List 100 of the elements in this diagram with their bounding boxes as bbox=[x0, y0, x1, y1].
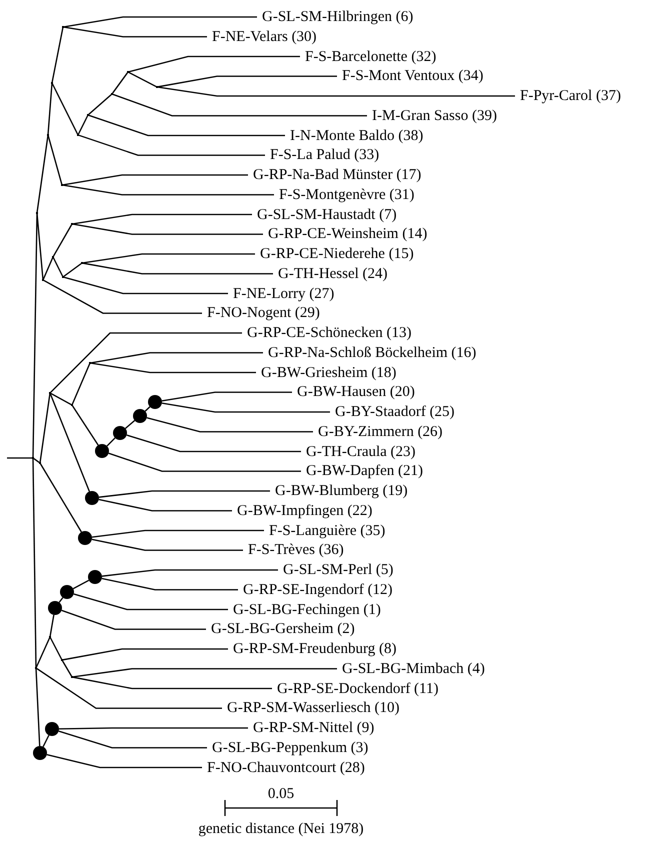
tree-branch bbox=[78, 116, 88, 134]
taxon-label: G-SL-BG-Peppenkum (3) bbox=[212, 740, 368, 756]
taxon-label: G-RP-SE-Ingendorf (12) bbox=[243, 582, 393, 598]
tree-branch bbox=[40, 464, 82, 532]
tree-branch bbox=[64, 276, 228, 294]
taxon-label: F-NO-Chauvontcourt (28) bbox=[207, 760, 365, 776]
tree-branch bbox=[40, 394, 50, 462]
tree-branch bbox=[72, 224, 263, 235]
tree-branch bbox=[64, 16, 257, 28]
taxon-label: F-NE-Lorry (27) bbox=[233, 286, 334, 302]
tree-branch bbox=[50, 394, 90, 492]
taxon-label: F-S-Languière (35) bbox=[269, 522, 386, 538]
tree-branch bbox=[52, 84, 78, 134]
tree-branch bbox=[36, 136, 48, 212]
taxon-label: G-SL-SM-Haustadt (7) bbox=[257, 206, 397, 222]
taxon-label: G-RP-CE-Schönecken (13) bbox=[247, 325, 412, 341]
tree-branch bbox=[35, 668, 40, 746]
tree-branch bbox=[36, 638, 50, 668]
taxon-label: G-RP-CE-Niederehe (15) bbox=[260, 246, 414, 262]
tree-branch bbox=[112, 94, 367, 116]
tree-branch bbox=[61, 610, 206, 630]
tree-branch bbox=[74, 593, 228, 610]
taxon-label: F-S-Mont Ventoux (34) bbox=[342, 68, 484, 84]
tree-branch bbox=[106, 438, 116, 446]
tree-branch bbox=[128, 56, 300, 72]
tree-branch bbox=[36, 214, 44, 280]
taxon-label: F-S-Montgenèvre (31) bbox=[279, 186, 414, 203]
taxon-label: G-RP-CE-Weinsheim (14) bbox=[268, 226, 428, 242]
tree-branch bbox=[36, 668, 222, 709]
taxon-label: G-BY-Zimmern (26) bbox=[318, 424, 443, 440]
tree-branch bbox=[52, 224, 72, 256]
taxon-label: G-BW-Hausen (20) bbox=[297, 384, 415, 400]
tree-branch bbox=[108, 452, 301, 472]
tree-branch bbox=[42, 258, 54, 280]
taxon-label: G-RP-SM-Nittel (9) bbox=[253, 720, 374, 736]
tree-branch bbox=[63, 263, 82, 277]
tree-branch bbox=[90, 352, 263, 364]
tree-branch bbox=[128, 72, 156, 88]
taxon-label: G-BY-Staadorf (25) bbox=[335, 404, 455, 420]
tree-branch bbox=[98, 490, 270, 498]
tree-branch bbox=[62, 660, 72, 676]
taxon-label: G-BW-Griesheim (18) bbox=[261, 364, 396, 380]
tree-branch bbox=[82, 262, 273, 274]
tree-branch bbox=[64, 26, 207, 38]
tree-branch bbox=[92, 530, 264, 538]
taxon-label: G-SL-BG-Gersheim (2) bbox=[211, 621, 355, 638]
tree-branch bbox=[124, 420, 136, 429]
taxon-label: G-RP-SM-Wasserliesch (10) bbox=[227, 700, 400, 716]
taxon-label: G-RP-SE-Dockendorf (11) bbox=[277, 680, 438, 696]
taxon-label: G-BW-Impfingen (22) bbox=[237, 502, 372, 519]
tree-branch bbox=[146, 417, 313, 432]
tree-branch bbox=[50, 638, 62, 660]
tree-branch bbox=[126, 434, 301, 452]
tree-branch bbox=[72, 405, 99, 446]
tree-branch bbox=[42, 734, 50, 748]
tree-branch bbox=[88, 94, 112, 115]
tree-branch bbox=[48, 136, 62, 184]
tree-branch bbox=[32, 459, 37, 667]
tree-branch bbox=[90, 362, 256, 374]
tree-branch bbox=[112, 72, 128, 94]
taxon-label: I-M-Gran Sasso (39) bbox=[372, 108, 497, 124]
tree-branch bbox=[50, 614, 54, 636]
taxon-label: G-TH-Craula (23) bbox=[306, 444, 416, 460]
tree-branch bbox=[162, 402, 330, 413]
taxon-label: G-SL-SM-Perl (5) bbox=[283, 562, 394, 578]
tree-branch bbox=[102, 578, 238, 590]
tree-branch bbox=[72, 668, 337, 678]
tree-branch bbox=[88, 114, 285, 136]
tree-branch bbox=[62, 184, 274, 196]
tree-branch bbox=[62, 174, 248, 186]
taxon-label: G-RP-SM-Freudenburg (8) bbox=[233, 641, 396, 657]
tree-branch bbox=[72, 214, 252, 224]
taxon-label: F-S-Barcelonette (32) bbox=[305, 48, 436, 64]
tree-branch bbox=[44, 280, 202, 314]
taxon-label: F-NO-Nogent (29) bbox=[207, 305, 320, 322]
tree-branch bbox=[50, 392, 72, 406]
tree-branch bbox=[47, 84, 53, 134]
taxon-label: F-S-La Palud (33) bbox=[270, 147, 380, 164]
taxon-label: G-TH-Hessel (24) bbox=[278, 266, 388, 282]
tree-branch bbox=[58, 730, 207, 748]
taxon-label: G-RP-Na-Schloß Böckelheim (16) bbox=[268, 344, 476, 361]
taxon-label: G-RP-Na-Bad Münster (17) bbox=[253, 167, 422, 183]
tree-branch bbox=[7, 457, 32, 459]
tree-branch bbox=[33, 458, 40, 463]
taxon-label: F-Pyr-Carol (37) bbox=[520, 88, 621, 104]
tree-branch bbox=[102, 569, 278, 577]
taxon-label: F-S-Trèves (36) bbox=[248, 542, 344, 558]
tree-branch bbox=[72, 580, 90, 590]
taxon-label: G-SL-BG-Mimbach (4) bbox=[342, 660, 485, 677]
tree-branch bbox=[98, 498, 232, 512]
tree-branch bbox=[58, 727, 248, 730]
taxon-label: G-SL-SM-Hilbringen (6) bbox=[262, 9, 414, 25]
tree-branch bbox=[92, 538, 243, 551]
tree-branch bbox=[72, 364, 90, 404]
axis-caption: genetic distance (Nei 1978) bbox=[198, 820, 364, 838]
tree-branch bbox=[78, 134, 265, 156]
tree-branch bbox=[32, 214, 38, 458]
tree-branch bbox=[46, 754, 202, 768]
tree-branch bbox=[50, 332, 242, 393]
tree-branch bbox=[158, 86, 515, 97]
